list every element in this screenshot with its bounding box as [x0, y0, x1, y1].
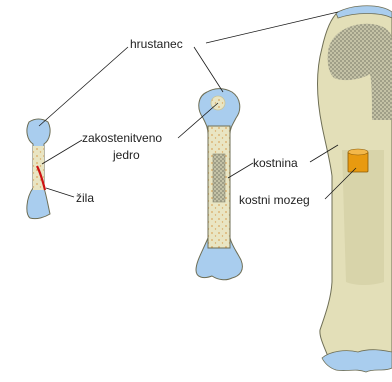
leader-cartilage-stage-2: [194, 47, 223, 92]
stage-1-bone: [27, 119, 50, 219]
label-cartilage: hrustanec: [130, 37, 183, 51]
leader-ossification-stage-1: [42, 140, 82, 164]
leader-cartilage-stage-3: [206, 12, 338, 43]
stage-3-bone-marrow-top: [348, 149, 368, 155]
stage-2-primary-ossification: [213, 154, 225, 202]
label-bone: kostnina: [253, 156, 298, 170]
label-ossification-center-line-2: jedro: [112, 148, 140, 162]
label-marrow: kostni mozeg: [239, 193, 310, 207]
stage-2-bone: [196, 89, 242, 280]
leader-cartilage-stage-1: [39, 47, 128, 126]
stage-3-bone: [318, 6, 392, 372]
label-vessel: žila: [76, 191, 94, 205]
leader-lines: [39, 12, 356, 199]
leader-bone-stage-2: [228, 163, 253, 178]
label-ossification-center-line-1: zakostenitveno: [82, 131, 162, 145]
leader-vessel: [46, 188, 74, 197]
stage-3-articular-cartilage-bottom: [322, 350, 392, 372]
